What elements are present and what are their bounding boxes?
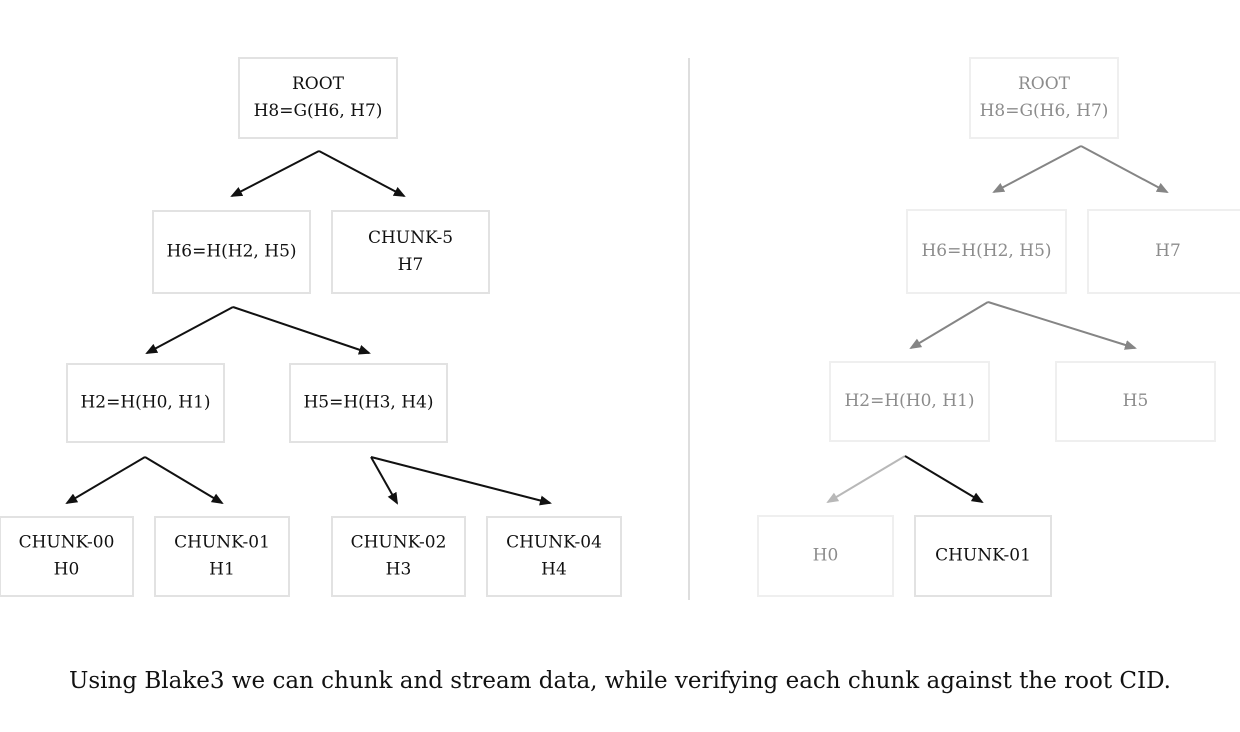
- edge-r-h6-to-h5: [987, 301, 1137, 350]
- node-label-l-root-line-1: H8=G(H6, H7): [254, 101, 383, 121]
- diagram-caption: Using Blake3 we can chunk and stream dat…: [68, 668, 1171, 694]
- edge-l-h2-to-chunk01: [144, 456, 224, 505]
- edge-l-h6-to-h5: [232, 306, 371, 355]
- node-box-l-chunk02: [331, 516, 466, 597]
- node-label-l-h5-line-0: H5=H(H3, H4): [303, 393, 433, 413]
- node-l-chunk5: CHUNK-5H7: [331, 210, 490, 294]
- node-label-l-chunk04-line-1: H4: [541, 560, 567, 580]
- node-label-l-chunk01-line-1: H1: [209, 560, 235, 580]
- node-r-h6: H6=H(H2, H5): [906, 209, 1067, 294]
- node-box-r-h5: [1055, 361, 1216, 442]
- node-label-l-chunk00-line-1: H0: [54, 560, 80, 580]
- edge-r-h2-to-chunk01: [904, 455, 984, 504]
- node-box-r-root: [969, 57, 1119, 139]
- node-box-r-h6: [906, 209, 1067, 294]
- node-box-l-chunk00: [0, 516, 134, 597]
- node-label-r-h0-line-0: H0: [813, 546, 839, 566]
- node-r-h7: H7: [1087, 209, 1240, 294]
- node-label-r-h6-line-0: H6=H(H2, H5): [921, 241, 1051, 261]
- node-box-l-h6: [152, 210, 311, 294]
- node-label-l-chunk02-line-0: CHUNK-02: [351, 533, 447, 553]
- nodes: ROOT H8=G(H6, H7) H6=H(H2, H5) CHUNK-5H7H2=…: [0, 57, 1240, 597]
- node-label-l-chunk5-line-0: CHUNK-5: [368, 228, 453, 248]
- node-l-h2: H2=H(H0, H1): [66, 363, 225, 443]
- edge-r-root-to-h6: [992, 145, 1082, 193]
- node-label-l-chunk01-line-0: CHUNK-01: [174, 533, 270, 553]
- node-label-l-h2-line-0: H2=H(H0, H1): [80, 393, 210, 413]
- node-label-l-chunk04-line-0: CHUNK-04: [506, 533, 602, 553]
- edge-r-root-to-h7: [1080, 145, 1169, 193]
- edge-r-h6-to-h2: [909, 301, 989, 350]
- node-box-l-chunk04: [486, 516, 622, 597]
- edge-l-h5-to-chunk04: [370, 456, 552, 506]
- node-l-h5: H5=H(H3, H4): [289, 363, 448, 443]
- node-label-l-h6-line-0: H6=H(H2, H5): [166, 242, 296, 262]
- edge-r-h2-to-h0: [826, 455, 906, 504]
- node-r-h5: H5: [1055, 361, 1216, 442]
- node-r-h0: H0: [757, 515, 894, 597]
- node-l-root: ROOT H8=G(H6, H7): [238, 57, 398, 139]
- node-box-r-chunk01: [914, 515, 1052, 597]
- node-label-r-root-line-0: ROOT: [1018, 74, 1071, 94]
- node-box-l-root: [238, 57, 398, 139]
- node-l-h6: H6=H(H2, H5): [152, 210, 311, 294]
- node-label-r-h5-line-0: H5: [1123, 391, 1149, 411]
- node-box-l-chunk01: [154, 516, 290, 597]
- edge-l-h2-to-chunk00: [65, 456, 146, 505]
- edge-l-h5-to-chunk02: [370, 456, 398, 505]
- node-box-r-h2: [829, 361, 990, 442]
- node-r-chunk01: CHUNK-01: [914, 515, 1052, 597]
- edges: [65, 145, 1169, 506]
- node-label-l-chunk5-line-1: H7: [398, 255, 424, 275]
- node-label-l-root-line-0: ROOT: [292, 74, 345, 94]
- node-box-l-chunk5: [331, 210, 490, 294]
- node-label-r-h7-line-0: H7: [1155, 241, 1181, 261]
- node-r-h2: H2=H(H0, H1): [829, 361, 990, 442]
- edge-l-root-to-chunk5: [318, 150, 406, 197]
- node-label-l-chunk02-line-1: H3: [386, 560, 412, 580]
- node-label-l-chunk00-line-0: CHUNK-00: [19, 533, 115, 553]
- edge-l-root-to-h6: [230, 150, 320, 197]
- edge-l-h6-to-h2: [145, 306, 234, 354]
- node-box-r-h7: [1087, 209, 1240, 294]
- node-box-l-h5: [289, 363, 448, 443]
- node-label-r-chunk01-line-0: CHUNK-01: [935, 546, 1031, 566]
- node-box-l-h2: [66, 363, 225, 443]
- node-label-r-root-line-1: H8=G(H6, H7): [980, 101, 1109, 121]
- node-r-root: ROOT H8=G(H6, H7): [969, 57, 1119, 139]
- node-box-r-h0: [757, 515, 894, 597]
- node-label-r-h2-line-0: H2=H(H0, H1): [844, 391, 974, 411]
